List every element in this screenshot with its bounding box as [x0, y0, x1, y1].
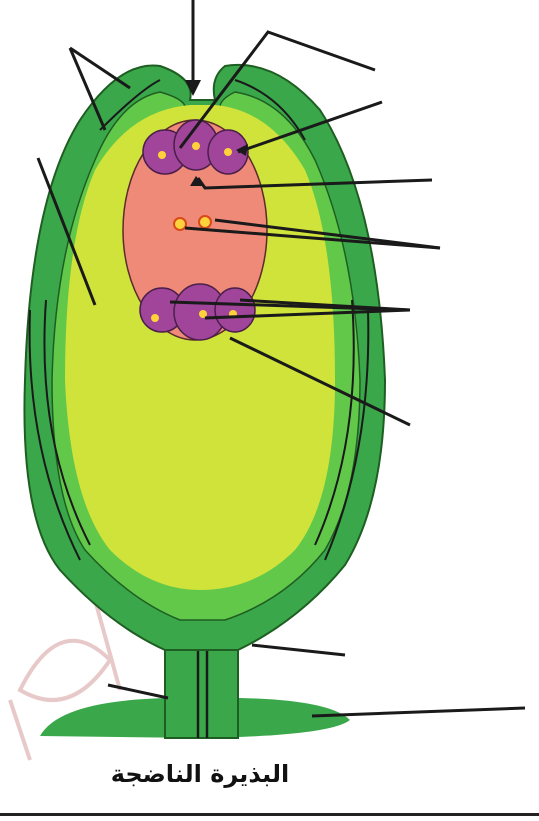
divider	[0, 813, 539, 816]
antipodal-cells	[140, 284, 255, 340]
figure-caption: البذيرة الناضجة	[0, 760, 400, 788]
